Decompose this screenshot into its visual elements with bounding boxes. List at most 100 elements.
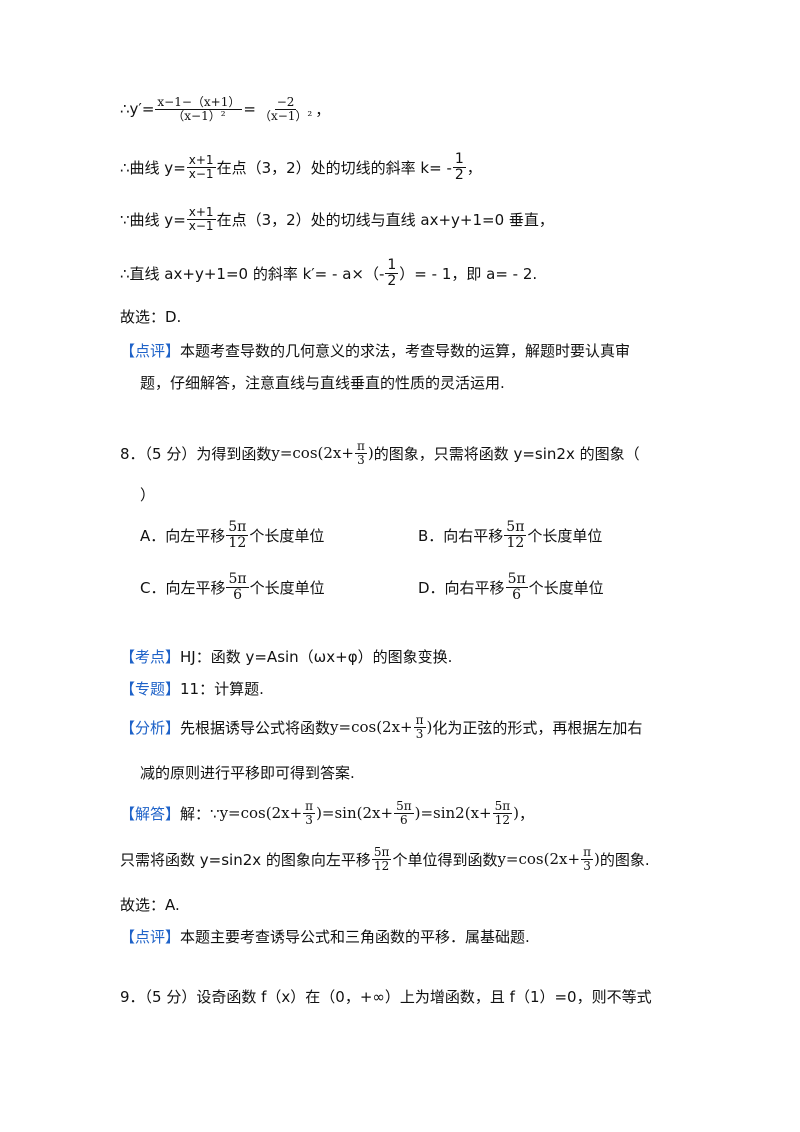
text: =: [243, 100, 256, 119]
numerator: π: [303, 799, 316, 814]
fraction: 5π 12: [492, 799, 513, 827]
solution-line-2: 只需将函数 y=sin2x 的图象向左平移 5π 12 个单位得到函数 y=co…: [120, 846, 650, 872]
numerator: 5π: [492, 799, 513, 814]
fenxi-tag: 【分析】: [120, 718, 181, 737]
text: 本题主要考查诱导公式和三角函数的平移．属基础题.: [180, 928, 530, 946]
text: 在点（3，2）处的切线与直线 ax+y+1=0 垂直，: [216, 210, 554, 229]
denominator: 6: [512, 586, 522, 603]
numerator: 1: [452, 151, 466, 168]
denominator: （x−1）²: [172, 108, 226, 123]
text: 个长度单位: [249, 578, 325, 597]
denominator: 12: [506, 534, 525, 551]
text: 先根据诱导公式将函数: [180, 718, 331, 737]
denominator: 6: [233, 586, 242, 603]
math-expression: )=sin(2x+: [316, 804, 394, 823]
denominator: 6: [400, 812, 408, 827]
fraction: 5π 12: [371, 846, 392, 873]
fraction: π 3: [581, 846, 593, 872]
slope-line: ∴曲线 y= x+1 x−1 在点（3，2）处的切线的斜率 k= - 1 2 ，: [120, 152, 482, 182]
math-expression: ): [426, 718, 433, 737]
option-label: D．向右平移: [418, 578, 505, 597]
fraction: 1 2: [385, 257, 399, 288]
numerator: 5π: [504, 519, 527, 536]
text: 11：计算题.: [180, 680, 264, 698]
denominator: 3: [415, 726, 424, 741]
solution: 【解答】 解：∵ y=cos(2x+ π 3 )=sin(2x+ 5π 6 )=…: [120, 800, 534, 826]
fraction: 5π 12: [504, 519, 527, 551]
question-8: 8．（5 分）为得到函数 y=cos(2x+ π 3 ) 的图象，只需将函数 y…: [120, 440, 640, 466]
question-9: 9．（5 分）设奇函数 f（x）在（0，+∞）上为增函数，且 f（1）=0，则不…: [120, 988, 652, 1006]
answer-line: 故选：D.: [120, 308, 182, 326]
result-line: ∴直线 ax+y+1=0 的斜率 k′= - a×（- 1 2 ）= - 1，即…: [120, 258, 537, 288]
kaodian-tag: 【考点】: [120, 648, 181, 666]
text: 本题考查导数的几何意义的求法，考查导数的运算，解题时要认真审: [180, 342, 631, 360]
text: 在点（3，2）处的切线的斜率 k= -: [216, 158, 452, 177]
numerator: 5π: [226, 519, 249, 536]
numerator: 5π: [394, 799, 414, 814]
denominator: 12: [374, 858, 390, 873]
numerator: x+1: [186, 153, 216, 168]
fraction: 5π 12: [226, 519, 249, 551]
denominator: 12: [494, 812, 510, 827]
text: ，: [466, 158, 482, 177]
option-label: B．向右平移: [418, 526, 504, 545]
text: HJ：函数 y=Asin（ωx+φ）的图象变换.: [180, 648, 453, 666]
comment-line-3: 【点评】 本题主要考查诱导公式和三角函数的平移．属基础题.: [120, 926, 530, 947]
denominator: 3: [305, 812, 313, 827]
comment-line: 【点评】 本题考查导数的几何意义的求法，考查导数的运算，解题时要认真审: [120, 340, 630, 361]
jieda-tag: 【解答】: [120, 804, 181, 823]
knowledge-point: 【考点】 HJ：函数 y=Asin（ωx+φ）的图象变换.: [120, 646, 452, 667]
text: 解：∵: [180, 804, 220, 823]
fraction: π 3: [354, 439, 367, 467]
option-label: A．向左平移: [140, 526, 226, 545]
text: 8．（5 分）为得到函数: [120, 444, 272, 463]
numerator: π: [581, 845, 593, 860]
text: ∴y′=: [120, 100, 155, 119]
denominator: 3: [583, 858, 591, 873]
fraction: 5π 6: [226, 571, 249, 603]
numerator: π: [413, 713, 426, 728]
math-expression: y=cos(2x+: [497, 850, 581, 869]
analysis: 【分析】 先根据诱导公式将函数 y=cos(2x+ π 3 ) 化为正弦的形式，…: [120, 714, 642, 740]
text: ，: [518, 804, 534, 823]
option-d[interactable]: D．向右平移 5π 6 个长度单位: [418, 572, 604, 602]
text: ∵曲线 y=: [120, 210, 186, 229]
text: 化为正弦的形式，再根据左加右: [432, 718, 643, 737]
option-a[interactable]: A．向左平移 5π 12 个长度单位: [140, 520, 324, 550]
fraction: 1 2: [452, 151, 466, 183]
fraction: 5π 6: [505, 571, 528, 603]
comment-tag: 【点评】: [120, 342, 181, 360]
denominator: （x−1）²: [258, 108, 313, 123]
fraction: 5π 6: [394, 800, 414, 826]
option-b[interactable]: B．向右平移 5π 12 个长度单位: [418, 520, 602, 550]
denominator: x−1: [188, 166, 214, 181]
answer-line-2: 故选：A.: [120, 896, 180, 914]
perpendicular-line: ∵曲线 y= x+1 x−1 在点（3，2）处的切线与直线 ax+y+1=0 垂…: [120, 206, 554, 232]
question-8-close: ）: [140, 486, 156, 504]
topic: 【专题】 11：计算题.: [120, 678, 264, 699]
numerator: 5π: [505, 571, 528, 588]
option-c[interactable]: C．向左平移 5π 6 个长度单位: [140, 572, 325, 602]
fraction: x+1 x−1: [186, 153, 216, 181]
numerator: x+1: [186, 205, 216, 220]
text: ∴曲线 y=: [120, 158, 186, 177]
fraction: −2 （x−1）²: [257, 96, 314, 122]
math-expression: ): [593, 850, 600, 869]
math-expression: y=cos(2x+: [330, 718, 413, 737]
text: 个单位得到函数: [392, 850, 498, 869]
numerator: 5π: [226, 571, 249, 588]
denominator: 12: [228, 534, 247, 551]
option-label: C．向左平移: [140, 578, 226, 597]
math-expression: y=cos(2x+: [219, 804, 303, 823]
numerator: 1: [385, 257, 399, 274]
derivative-line: ∴y′= x−1−（x+1） （x−1）² = −2 （x−1）² ，: [120, 96, 330, 122]
text: 个长度单位: [527, 526, 603, 545]
denominator: 3: [357, 452, 365, 467]
numerator: π: [354, 439, 367, 454]
zhuanti-tag: 【专题】: [120, 680, 181, 698]
math-expression: y=cos(2x+: [271, 444, 354, 463]
analysis-line-2: 减的原则进行平移即可得到答案.: [140, 764, 355, 782]
denominator: 2: [454, 166, 464, 183]
math-expression: ): [513, 804, 519, 823]
numerator: x−1−（x+1）: [155, 95, 243, 110]
